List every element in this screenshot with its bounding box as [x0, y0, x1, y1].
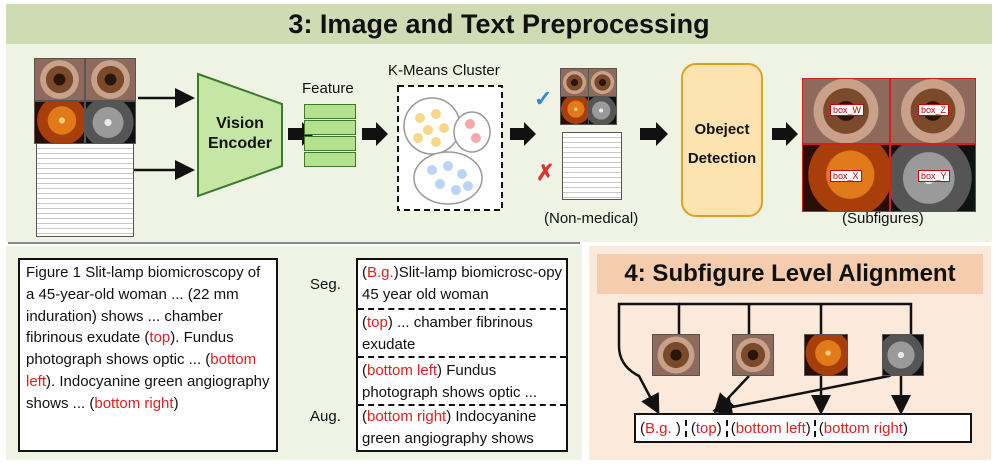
alignment-title: 4: Subfigure Level Alignment [597, 254, 983, 294]
object-detection-label: Obeject Detection [687, 121, 757, 167]
fundus-thumbnail [560, 96, 589, 125]
alignment-label: (top) [687, 419, 728, 437]
segment: (bottom left) Fundus photograph shows op… [362, 362, 538, 401]
box-label: box_W [830, 104, 865, 116]
angiography-thumbnail [588, 96, 617, 125]
feature-stack [304, 104, 356, 167]
preprocessing-title: 3: Image and Text Preprocessing [6, 4, 992, 44]
feature-label: Feature [302, 80, 354, 97]
alignment-label: (B.g. ) [636, 419, 687, 437]
alignment-angio [882, 334, 924, 376]
alignment-label: (bottom right) [818, 419, 908, 437]
alignment-fundus [804, 334, 848, 376]
alignment-label: (bottom left) [728, 419, 816, 437]
box-label: box_Y [918, 170, 950, 182]
eye-thumbnail [560, 68, 589, 97]
eye-thumbnail [34, 58, 85, 101]
alignment-eye-2 [732, 334, 774, 376]
box-label: box_X [830, 170, 862, 182]
kmeans-cluster-label: K-Means Cluster [388, 62, 500, 79]
seg-label: Seg. [310, 276, 341, 293]
alignment-label-row: (B.g. ) (top) (bottom left) (bottom righ… [634, 413, 972, 443]
check-icon: ✓ [534, 86, 553, 111]
box-label: box_Z [918, 104, 950, 116]
caption-box: Figure 1 Slit-lamp biomicroscopy of a 45… [18, 258, 278, 452]
document-thumbnail [36, 143, 134, 237]
vision-encoder-shape [197, 72, 283, 198]
aug-label: Aug. [310, 408, 341, 425]
eye-thumbnail [85, 58, 136, 101]
segment: (bottom right) Indocyanine green angiogr… [362, 408, 537, 447]
segment: (B.g.)Slit-lamp biomicrosc-opy 45 year o… [362, 264, 563, 303]
segments-box: (B.g.)Slit-lamp biomicrosc-opy 45 year o… [356, 258, 568, 452]
eye-thumbnail [588, 68, 617, 97]
segment: (top) ... chamber fibrinous exudate [362, 314, 533, 353]
subfigures-label: (Subfigures) [842, 210, 924, 227]
input-image-grid [34, 58, 136, 144]
angiography-thumbnail [85, 101, 136, 144]
vision-encoder-label: Vision Encoder [207, 115, 272, 152]
non-medical-document-thumbnail [562, 132, 622, 200]
cross-icon: ✗ [536, 160, 555, 185]
subfigure-grid: box_W box_Z box_X box_Y [802, 78, 976, 214]
medical-image-grid [560, 68, 617, 125]
alignment-eye-1 [652, 334, 700, 376]
non-medical-label: (Non-medical) [544, 210, 639, 227]
